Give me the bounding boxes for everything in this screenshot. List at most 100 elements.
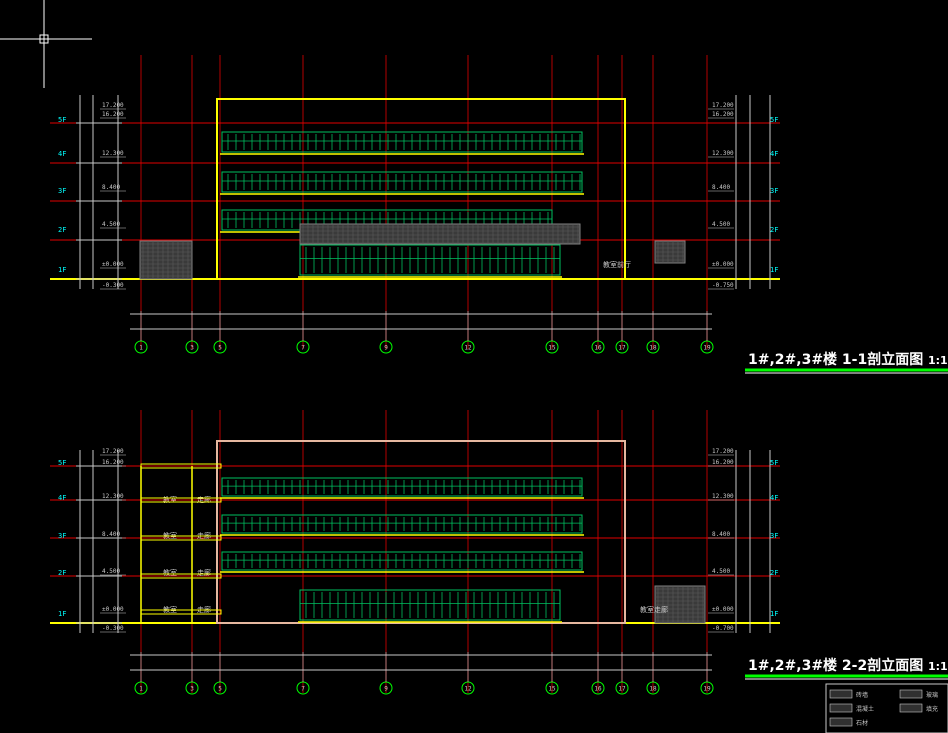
- crosshair-cursor: [0, 0, 92, 88]
- elevation-label-right: -0.750: [712, 282, 734, 289]
- axis-bubble-label: 16: [594, 345, 602, 352]
- elevation-label-right: -0.700: [712, 625, 734, 632]
- elevation-label-right: ±0.000: [712, 606, 734, 613]
- legend-label: 石材: [856, 719, 868, 727]
- elevation-label-left: 4.500: [102, 221, 120, 228]
- section-1-1-elevation: 17.200 16.200 12.300 8.400 4.500 ±0.000 -0.300…: [50, 55, 780, 354]
- room-label: 教室: [163, 568, 177, 577]
- floor-label-right: 2F: [770, 226, 778, 234]
- floor-label-right: 1F: [770, 610, 778, 618]
- title-bottom-text: 1#,2#,3#楼 2-2剖立面图: [748, 657, 923, 674]
- elevation-label-right: 8.400: [712, 531, 730, 538]
- axis-bubble-label: 17: [618, 345, 626, 352]
- elevation-label-right: 16.200: [712, 459, 734, 466]
- axis-bubble-label: 18: [649, 686, 657, 693]
- window-band: [221, 131, 583, 153]
- elevation-label-right: 16.200: [712, 111, 734, 118]
- room-label: 教室走廊: [640, 605, 668, 614]
- axis-bubble-label: 15: [548, 686, 556, 693]
- elevation-label-left: -0.300: [102, 282, 124, 289]
- floor-label-left: 2F: [58, 569, 66, 577]
- elevation-label-left: ±0.000: [102, 261, 124, 268]
- window-band: [221, 551, 583, 571]
- floor-label-left: 5F: [58, 459, 66, 467]
- legend-label: 填充: [926, 705, 938, 713]
- building-outline: [216, 440, 626, 624]
- axis-bubble-label: 12: [464, 686, 472, 693]
- floor-label-right: 3F: [770, 532, 778, 540]
- axis-bubble-label: 5: [218, 686, 222, 693]
- elevation-label-right: 4.500: [712, 568, 730, 575]
- room-label: 教室: [163, 495, 177, 504]
- elevation-label-right: 12.300: [712, 150, 734, 157]
- floor-label-left: 4F: [58, 494, 66, 502]
- axis-bubble-label: 12: [464, 345, 472, 352]
- floor-label-right: 2F: [770, 569, 778, 577]
- axis-bubble-label: 18: [649, 345, 657, 352]
- axis-bubble-label: 19: [703, 686, 711, 693]
- title-top-scale: 1:15: [928, 354, 948, 367]
- title-top: 1#,2#,3#楼 1-1剖立面图 1:15: [745, 351, 948, 374]
- window-band: [221, 171, 583, 193]
- legend-label: 混凝土: [856, 705, 874, 713]
- elevation-label-left: 12.300: [102, 493, 124, 500]
- legend-swatch: [829, 689, 853, 699]
- title-bottom-scale: 1:15: [928, 660, 948, 673]
- legend-swatch: [899, 689, 923, 699]
- axis-bubble-label: 1: [139, 686, 143, 693]
- room-label: 教室前厅: [603, 260, 631, 269]
- floor-label-right: 5F: [770, 116, 778, 124]
- axis-bubble-label: 7: [301, 345, 305, 352]
- legend-swatch: [829, 717, 853, 727]
- axis-bubble-label: 9: [384, 686, 388, 693]
- window-band: [299, 589, 561, 621]
- axis-bubble-label: 3: [190, 345, 194, 352]
- room-label: 走廊: [197, 568, 211, 577]
- room-label: 走廊: [197, 495, 211, 504]
- elevation-label-left: 16.200: [102, 459, 124, 466]
- elevation-label-left: 16.200: [102, 111, 124, 118]
- axis-bubble-label: 19: [703, 345, 711, 352]
- floor-label-right: 3F: [770, 187, 778, 195]
- elevation-label-left: 17.200: [102, 102, 124, 109]
- elevation-label-left: 8.400: [102, 531, 120, 538]
- building-outline: [216, 98, 626, 280]
- floor-label-right: 1F: [770, 266, 778, 274]
- elevation-label-right: ±0.000: [712, 261, 734, 268]
- floor-label-left: 1F: [58, 266, 66, 274]
- axis-bubble-label: 15: [548, 345, 556, 352]
- elevation-label-right: 12.300: [712, 493, 734, 500]
- floor-label-right: 4F: [770, 150, 778, 158]
- legend-swatch: [899, 703, 923, 713]
- title-bottom: 1#,2#,3#楼 2-2剖立面图 1:15: [745, 657, 948, 680]
- floor-label-right: 5F: [770, 459, 778, 467]
- elevation-label-left: 17.200: [102, 448, 124, 455]
- floor-label-left: 3F: [58, 187, 66, 195]
- legend-swatch: [829, 703, 853, 713]
- axis-bubble-label: 17: [618, 686, 626, 693]
- axis-bubble-label: 5: [218, 345, 222, 352]
- elevation-label-right: 17.200: [712, 102, 734, 109]
- axis-bubble-label: 9: [384, 345, 388, 352]
- window-band: [299, 244, 561, 276]
- elevation-label-right: 8.400: [712, 184, 730, 191]
- floor-label-left: 2F: [58, 226, 66, 234]
- floor-label-right: 4F: [770, 494, 778, 502]
- elevation-label-left: ±0.000: [102, 606, 124, 613]
- axis-bubble-label: 7: [301, 686, 305, 693]
- elevation-label-right: 4.500: [712, 221, 730, 228]
- title-top-text: 1#,2#,3#楼 1-1剖立面图: [748, 351, 923, 368]
- legend-label: 玻璃: [926, 691, 938, 699]
- hatch-block: [654, 585, 706, 624]
- elevation-label-right: 17.200: [712, 448, 734, 455]
- axis-bubble-label: 16: [594, 686, 602, 693]
- elevation-label-left: 12.300: [102, 150, 124, 157]
- window-band: [221, 477, 583, 497]
- floor-label-left: 1F: [58, 610, 66, 618]
- floor-label-left: 5F: [58, 116, 66, 124]
- window-band: [221, 514, 583, 534]
- elevation-label-left: -0.300: [102, 625, 124, 632]
- elevation-label-left: 8.400: [102, 184, 120, 191]
